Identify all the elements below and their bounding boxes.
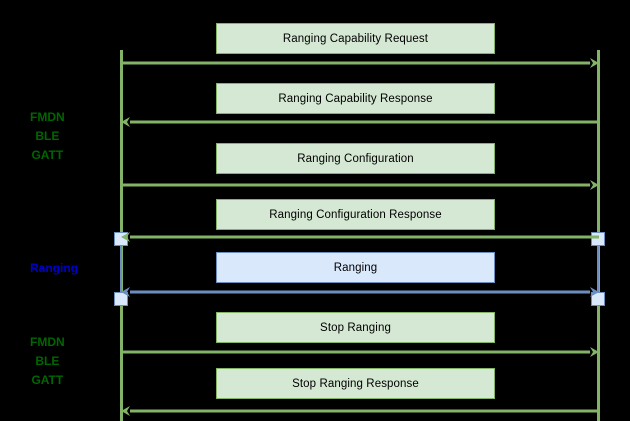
- message-label: Ranging: [333, 261, 378, 274]
- message-label: Ranging Capability Response: [278, 92, 433, 105]
- phase-label: FMDN BLE GATT: [30, 110, 65, 162]
- message-arrow-left: [121, 115, 599, 129]
- activation-bar-right: [597, 239, 599, 299]
- message-label: Stop Ranging: [320, 321, 391, 334]
- message-arrow-right: [121, 178, 599, 192]
- message-arrow-left: [121, 230, 599, 244]
- message-label: Stop Ranging Response: [292, 377, 419, 390]
- activation-marker-right-end: [591, 292, 605, 306]
- phase-label: FMDN BLE GATT: [30, 335, 65, 387]
- message-box: Ranging Capability Request: [216, 23, 495, 54]
- activation-marker-left-end: [114, 292, 128, 306]
- message-label: Ranging Configuration: [297, 152, 414, 165]
- message-arrow-right: [121, 345, 599, 359]
- activation-marker-right-start: [591, 232, 605, 246]
- message-arrow-both: [121, 285, 599, 299]
- message-box: Ranging Configuration Response: [216, 199, 495, 230]
- message-label: Ranging Configuration Response: [269, 208, 442, 221]
- message-arrow-right: [121, 56, 599, 70]
- message-box: Ranging: [216, 252, 495, 283]
- message-box: Ranging Capability Response: [216, 83, 495, 114]
- message-box: Ranging Configuration: [216, 143, 495, 174]
- activation-marker-left-start: [114, 232, 128, 246]
- message-arrow-left: [121, 404, 599, 418]
- message-box: Stop Ranging: [216, 312, 495, 343]
- phase-label: Ranging: [30, 261, 78, 275]
- message-box: Stop Ranging Response: [216, 368, 495, 399]
- message-label: Ranging Capability Request: [282, 32, 429, 45]
- activation-bar-left: [120, 239, 122, 299]
